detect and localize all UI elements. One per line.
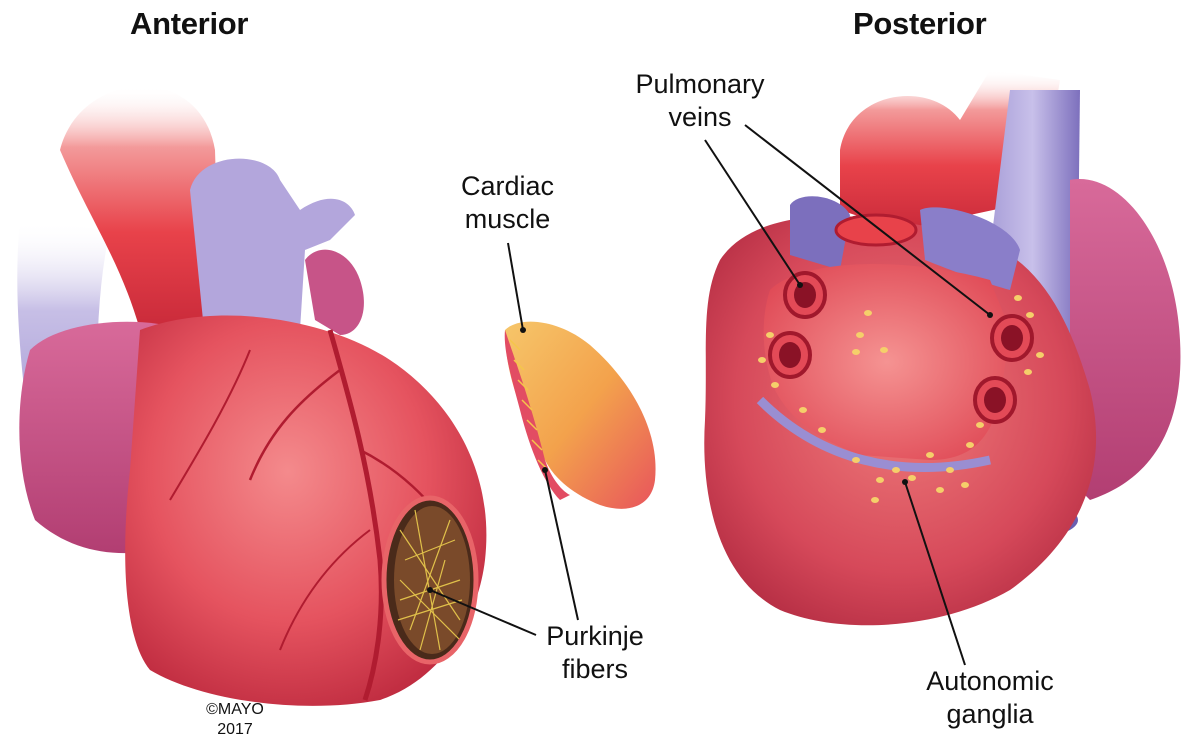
anterior-heart: [17, 86, 486, 706]
label-autonomic-ganglia: Autonomic ganglia: [910, 665, 1070, 731]
title-posterior: Posterior: [853, 6, 986, 42]
copyright-notice: ©MAYO 2017: [190, 700, 280, 740]
label-cardiac-muscle: Cardiac muscle: [445, 170, 570, 236]
posterior-heart: [704, 70, 1180, 625]
cardiac-muscle-slice: [505, 322, 656, 509]
label-purkinje-fibers: Purkinje fibers: [535, 620, 655, 686]
left-atrial-appendage: [305, 250, 364, 335]
label-pulmonary-veins: Pulmonary veins: [625, 68, 775, 134]
title-anterior: Anterior: [130, 6, 248, 42]
leader-cardiac-muscle: [508, 243, 523, 330]
